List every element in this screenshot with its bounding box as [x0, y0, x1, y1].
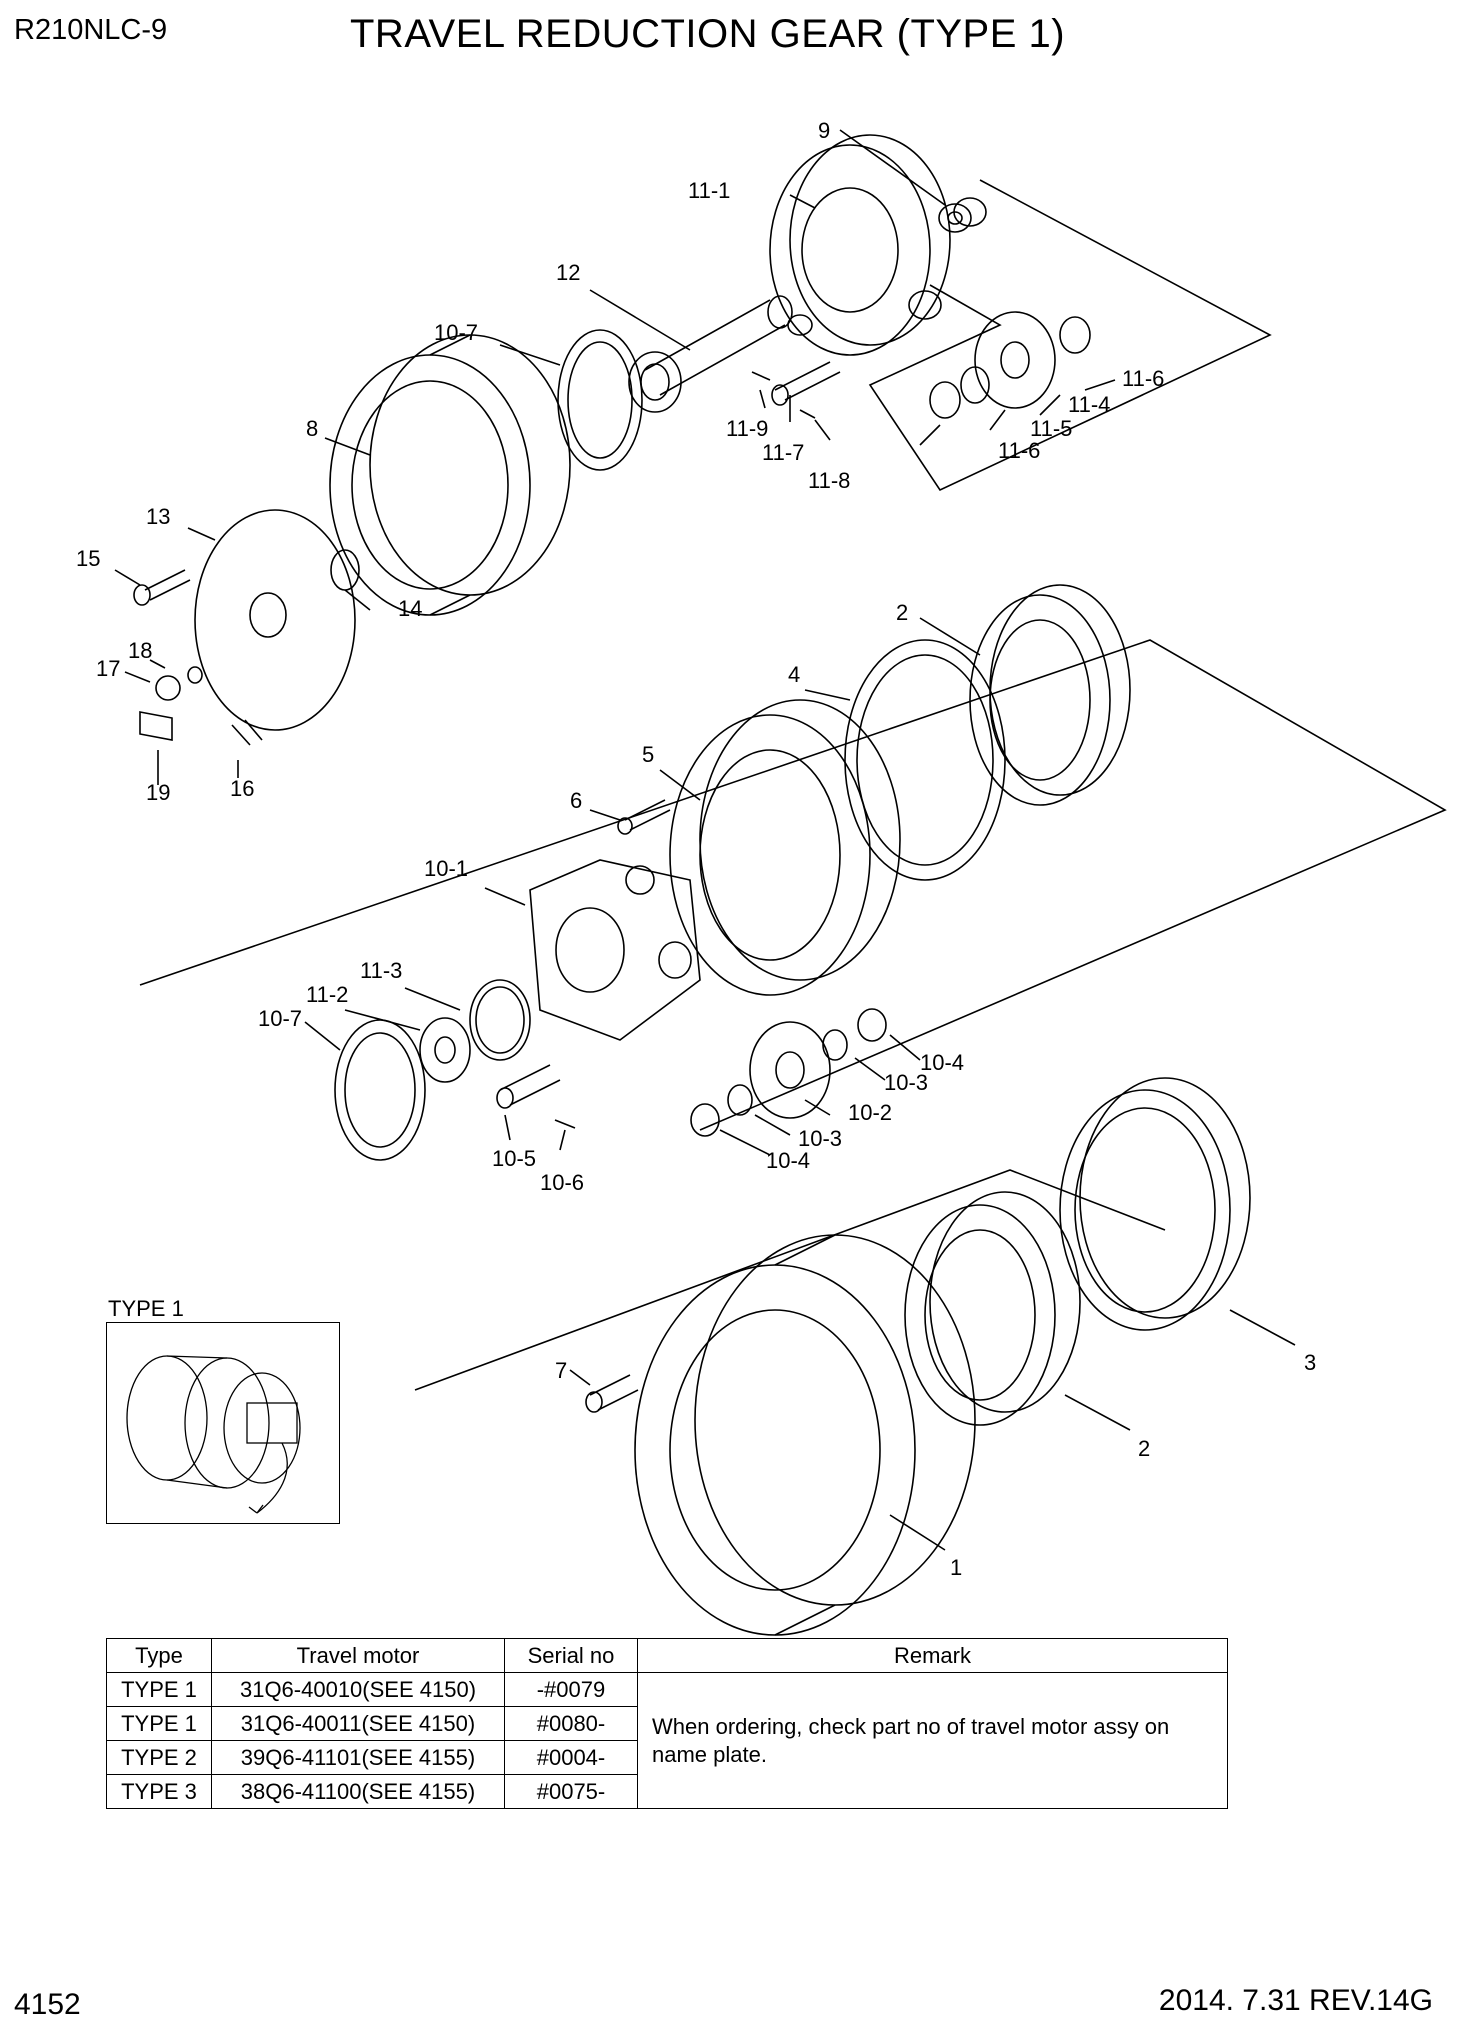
callout-10-7: 10-7: [434, 320, 478, 345]
part-18-oring: [187, 666, 203, 684]
callout-5: 5: [642, 742, 654, 767]
callout-6: 6: [570, 788, 582, 813]
callout-11-1: 11-1: [688, 178, 730, 203]
inset-label: TYPE 1: [108, 1296, 184, 1321]
callout-10-7-b: 10-7: [258, 1006, 302, 1031]
part-2-bearing-lower: [904, 1191, 1081, 1426]
revision-date: 2014. 7.31 REV.14G: [1158, 1984, 1433, 2017]
callout-19: 19: [146, 780, 170, 805]
callout-18: 18: [128, 638, 152, 663]
group-outline-lower: [414, 1169, 1166, 1391]
callout-11-9: 11-9: [726, 416, 768, 441]
part-9-sleeve: [938, 197, 987, 233]
callout-11-4: 11-4: [1068, 392, 1110, 417]
motor-type-table: Type Travel motor Serial no Remark TYPE …: [106, 1638, 1228, 1809]
cell-type: TYPE 1: [106, 1706, 212, 1741]
col-remark: Remark: [637, 1638, 1228, 1673]
group-outline-upper: [868, 179, 1272, 492]
callout-11-2: 11-2: [306, 982, 348, 1007]
inset-motor-image: [106, 1322, 340, 1524]
cell-remark: When ordering, check part no of travel m…: [637, 1672, 1228, 1809]
part-10-5-pin: [496, 1064, 576, 1129]
part-3-floating-seal: [1059, 1077, 1251, 1331]
part-5-ring: [669, 699, 901, 996]
callout-11-6-b: 11-6: [998, 438, 1040, 463]
cell-motor: 31Q6-40011(SEE 4150): [211, 1706, 505, 1741]
leaders: [114, 129, 1296, 1551]
part-11-pins: [751, 361, 841, 419]
part-10-1-carrier: [529, 859, 701, 1041]
part-6-bolt: [617, 799, 671, 835]
page-number: 4152: [14, 1988, 81, 2021]
part-13-cover: [194, 509, 356, 731]
part-17-plug: [155, 675, 181, 701]
callout-3: 3: [1304, 1350, 1316, 1375]
cell-type: TYPE 2: [106, 1740, 212, 1775]
part-10-2-planet-gear: [690, 1008, 887, 1137]
callout-9: 9: [818, 118, 830, 143]
part-11-4-planet-gear: [929, 311, 1091, 419]
part-11-2-sun-gear: [419, 1017, 471, 1083]
part-11-3-ring: [469, 979, 531, 1061]
part-4-shim: [844, 639, 1006, 881]
callout-11-5: 11-5: [1030, 416, 1072, 441]
callout-10-2: 10-2: [848, 1100, 892, 1125]
callout-13: 13: [146, 504, 170, 529]
callout-11-8: 11-8: [808, 468, 850, 493]
part-8-ring-gear: [329, 334, 571, 616]
part-2-bearing-upper: [969, 584, 1131, 806]
cell-type: TYPE 3: [106, 1774, 212, 1809]
cell-serial: #0080-: [504, 1706, 638, 1741]
motor-thumbnail-icon: [126, 1355, 301, 1514]
part-16-plug: [231, 719, 263, 746]
cell-motor: 39Q6-41101(SEE 4155): [211, 1740, 505, 1775]
part-15-bolt: [133, 569, 191, 606]
callout-15: 15: [76, 546, 100, 571]
group-outline-main: [139, 639, 1447, 1131]
part-11-1-carrier: [769, 134, 951, 356]
callout-10-6: 10-6: [540, 1170, 584, 1195]
col-travel-motor: Travel motor: [211, 1638, 505, 1673]
table-row: TYPE 1 31Q6-40010(SEE 4150) -#0079 When …: [106, 1672, 1228, 1809]
callout-2-lower: 2: [1138, 1436, 1150, 1461]
callout-14: 14: [398, 596, 422, 621]
table-row: TYPE 2 39Q6-41101(SEE 4155) #0004-: [106, 1740, 1228, 1775]
cell-serial: #0075-: [504, 1774, 638, 1809]
cell-serial: -#0079: [504, 1672, 638, 1707]
callout-12: 12: [556, 260, 580, 285]
callout-10-3-b: 10-3: [798, 1126, 842, 1151]
callout-8: 8: [306, 416, 318, 441]
callout-1: 1: [950, 1555, 962, 1580]
callout-4: 4: [788, 662, 800, 687]
cell-motor: 31Q6-40010(SEE 4150): [211, 1672, 505, 1707]
page-title: TRAVEL REDUCTION GEAR (TYPE 1): [350, 12, 1066, 56]
part-12-shaft: [628, 295, 793, 413]
part-19-plate: [139, 711, 173, 741]
table-row: TYPE 3 38Q6-41100(SEE 4155) #0075-: [106, 1774, 1228, 1809]
callout-10-4-a: 10-4: [920, 1050, 964, 1075]
callout-10-5: 10-5: [492, 1146, 536, 1171]
col-type: Type: [106, 1638, 212, 1673]
part-7-pin: [585, 1374, 639, 1413]
cell-motor: 38Q6-41100(SEE 4155): [211, 1774, 505, 1809]
table-header-row: Type Travel motor Serial no Remark: [106, 1638, 1228, 1673]
callout-10-4-b: 10-4: [766, 1148, 810, 1173]
col-serial: Serial no: [504, 1638, 638, 1673]
model-number: R210NLC-9: [14, 14, 168, 46]
callout-10-1: 10-1: [424, 856, 468, 881]
callout-2-upper: 2: [896, 600, 908, 625]
part-10-7-washer-lower: [334, 1019, 426, 1161]
callout-7: 7: [555, 1358, 567, 1383]
callout-17: 17: [96, 656, 120, 681]
part-10-7-washer: [557, 329, 643, 471]
callout-16: 16: [230, 776, 254, 801]
part-1-hub: [634, 1234, 976, 1636]
callout-10-3-a: 10-3: [884, 1070, 928, 1095]
callout-11-3: 11-3: [360, 958, 402, 983]
callout-11-6-a: 11-6: [1122, 366, 1164, 391]
cell-type: TYPE 1: [106, 1672, 212, 1707]
callout-11-7: 11-7: [762, 440, 804, 465]
cell-serial: #0004-: [504, 1740, 638, 1775]
